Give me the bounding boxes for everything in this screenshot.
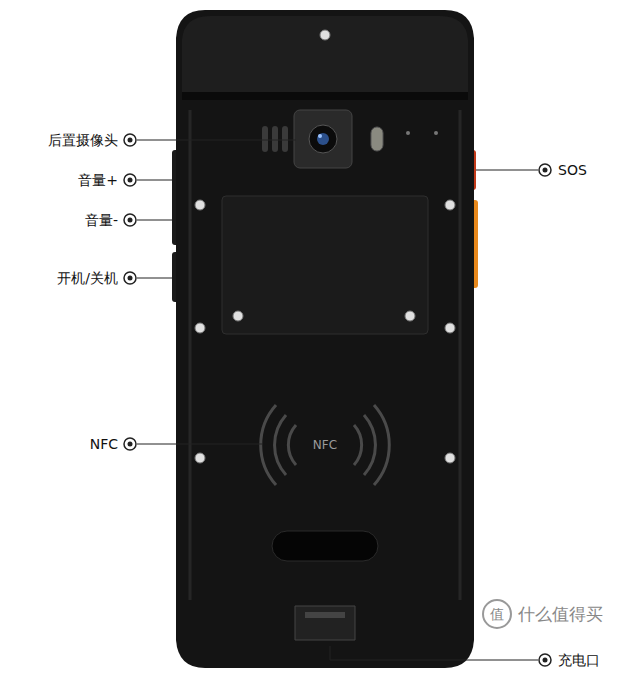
lens-glass	[317, 133, 329, 145]
cap-groove	[182, 92, 468, 100]
grip-slot	[272, 531, 378, 561]
camera-lens	[309, 125, 337, 153]
part-label: SOS	[558, 162, 587, 179]
charge-port-cover	[295, 606, 355, 640]
part-label: 音量+	[78, 172, 118, 189]
part-label: 开机/关机	[57, 270, 118, 287]
top-cap	[182, 16, 468, 92]
back-cover	[222, 196, 428, 334]
phone-body	[176, 10, 474, 668]
leader-lines	[137, 140, 538, 660]
camera-module	[294, 110, 352, 168]
part-label: 后置摄像头	[48, 132, 118, 149]
watermark: 什么值得买	[518, 604, 603, 624]
speaker-grille	[262, 126, 288, 152]
screws	[195, 30, 455, 463]
side-bumper	[190, 110, 460, 600]
part-label: NFC	[90, 436, 118, 453]
callout-dots	[128, 138, 548, 663]
part-label: 充电口	[558, 652, 600, 669]
part-label: 音量-	[85, 212, 118, 229]
nfc-mark: NFC	[313, 438, 337, 452]
nfc-arcs	[261, 405, 390, 485]
watermark-logo	[483, 600, 511, 628]
callout-markers	[124, 134, 551, 666]
watermark: 值	[490, 606, 504, 623]
flash	[371, 127, 383, 151]
